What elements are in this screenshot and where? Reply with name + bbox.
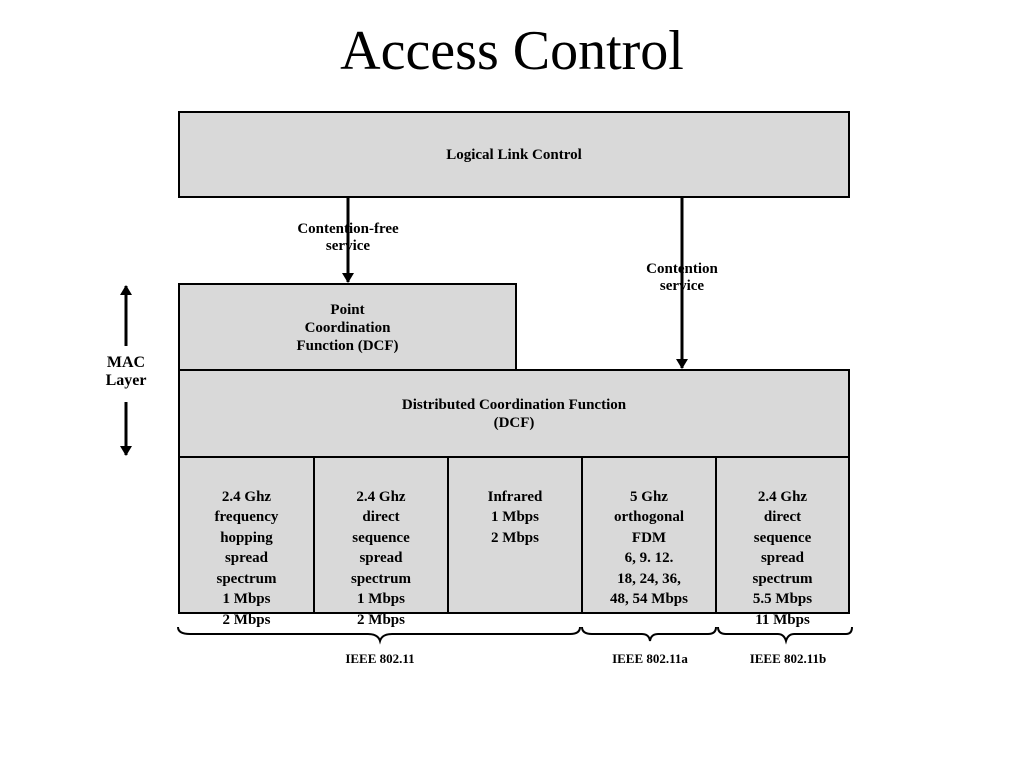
ieee-80211b-label: IEEE 802.11b [749, 651, 827, 666]
ieee-80211a-label: IEEE 802.11a [612, 651, 688, 666]
contention-label: Contention service [646, 261, 718, 295]
phy-cell-label: Infrared 1 Mbps 2 Mbps [487, 488, 543, 546]
brace-ieee-80211 [177, 626, 581, 645]
pcf-label: Point Coordination Function (DCF) [296, 302, 399, 354]
phy-cell-label: 2.4 Ghz direct sequence spread spectrum … [752, 488, 813, 628]
pcf-box: Point Coordination Function (DCF) [178, 283, 517, 373]
phy-cell-infrared: Infrared 1 Mbps 2 Mbps [447, 456, 583, 614]
phy-cell-fhss: 2.4 Ghz frequency hopping spread spectru… [178, 456, 315, 628]
llc-box: Logical Link Control [178, 111, 850, 198]
phy-cell-label: 2.4 Ghz direct sequence spread spectrum … [351, 488, 411, 628]
dcf-box: Distributed Coordination Function (DCF) [178, 369, 850, 458]
brace-ieee-80211b [717, 626, 853, 645]
contention-free-label: Contention-free service [297, 221, 399, 255]
mac-layer-label: MAC Layer [105, 354, 147, 390]
dcf-label: Distributed Coordination Function (DCF) [401, 396, 627, 431]
phy-cell-dsss: 2.4 Ghz direct sequence spread spectrum … [313, 456, 449, 628]
ieee-80211-label: IEEE 802.11 [345, 651, 415, 666]
phy-cell-label: 2.4 Ghz frequency hopping spread spectru… [214, 488, 279, 628]
phy-cell-label: 5 Ghz orthogonal FDM 6, 9. 12. 18, 24, 3… [610, 488, 688, 608]
phy-cell-hr-dsss: 2.4 Ghz direct sequence spread spectrum … [715, 456, 850, 628]
phy-cell-ofdm: 5 Ghz orthogonal FDM 6, 9. 12. 18, 24, 3… [581, 456, 717, 614]
brace-ieee-80211a [581, 626, 717, 642]
llc-label: Logical Link Control [446, 146, 582, 163]
slide-title: Access Control [340, 20, 684, 82]
